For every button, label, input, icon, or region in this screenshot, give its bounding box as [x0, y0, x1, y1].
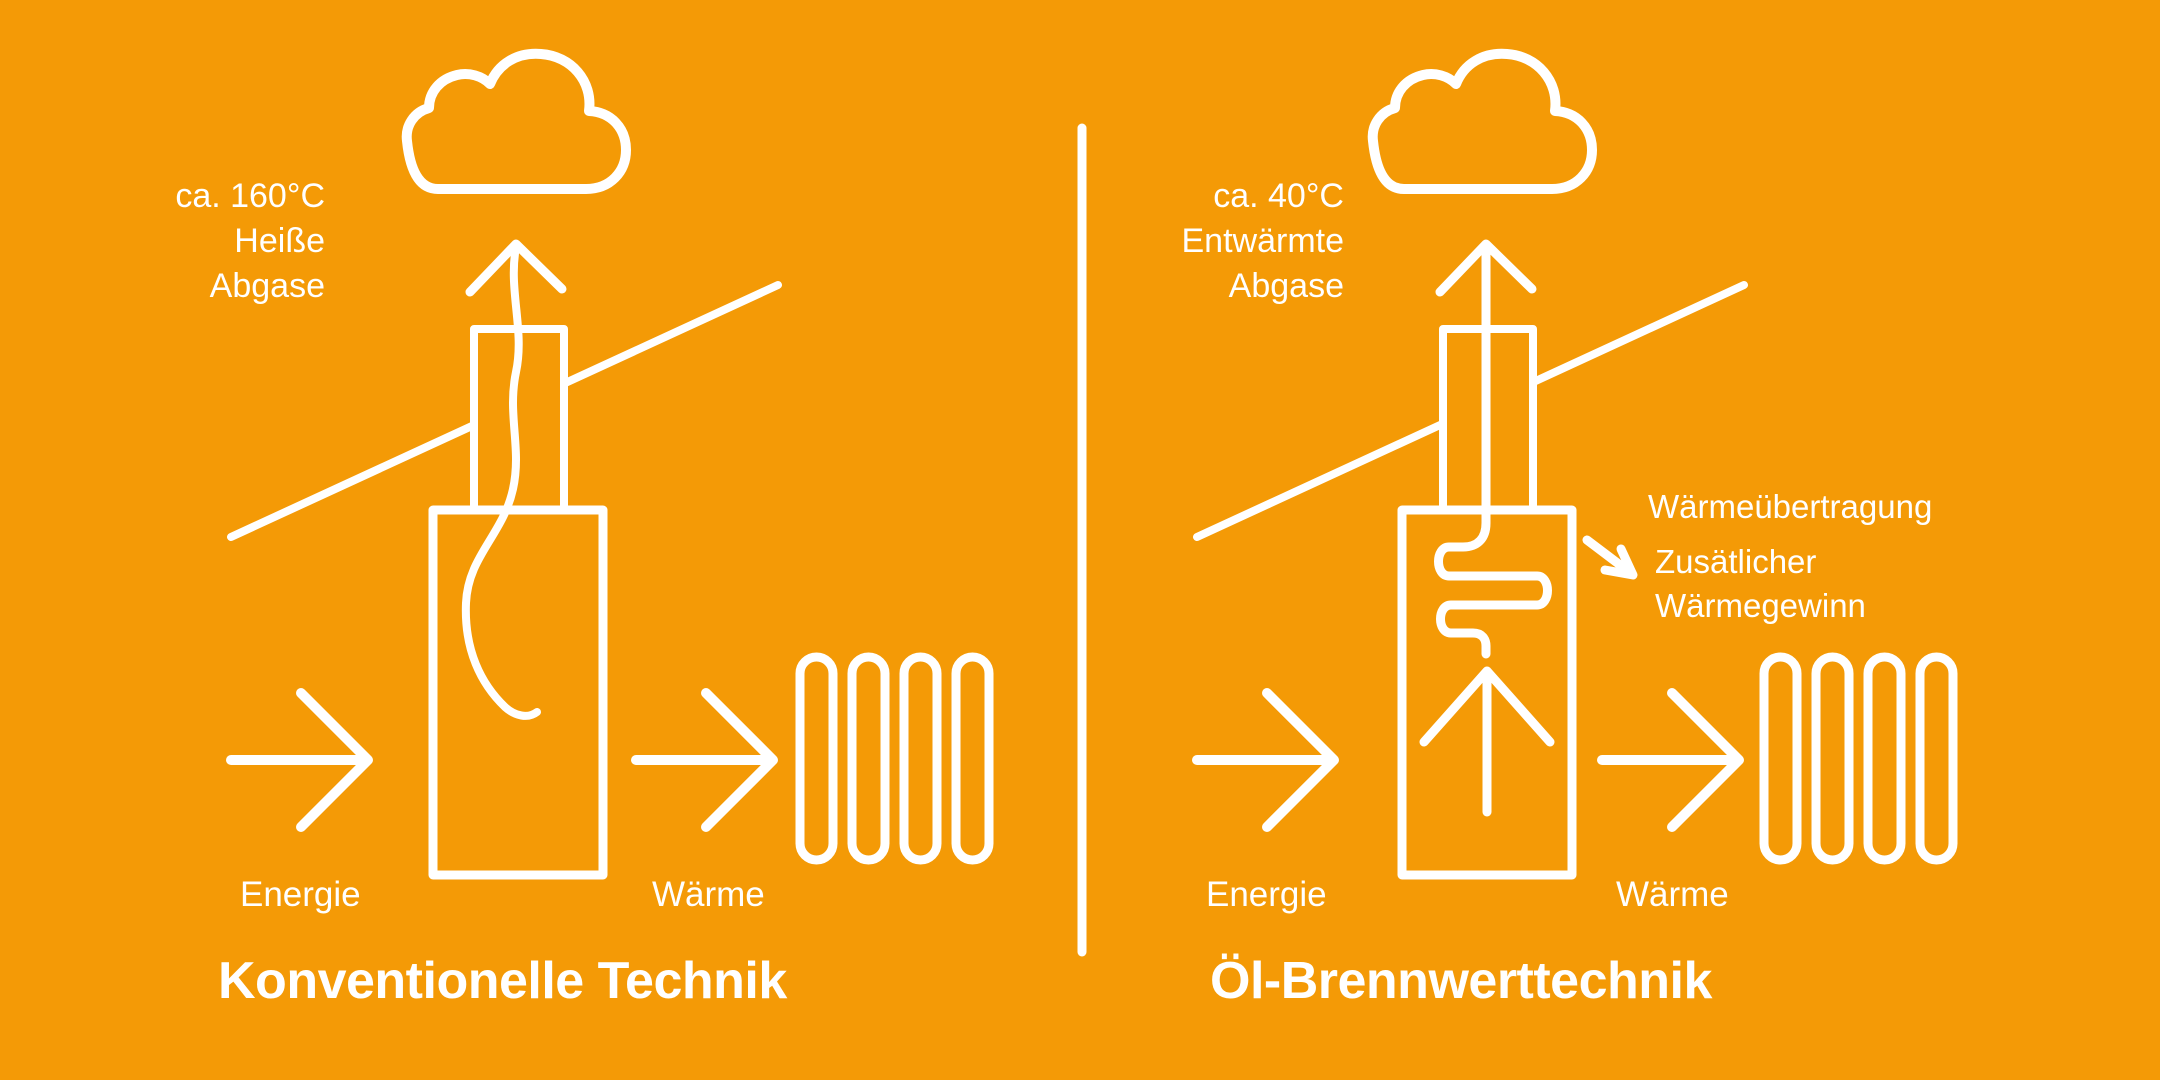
radiator-icon-left: [800, 657, 989, 860]
panel-title-right: Öl-Brennwerttechnik: [1210, 952, 1712, 1010]
energy-label-right: Energie: [1206, 875, 1327, 914]
heat-label-right: Wärme: [1616, 875, 1729, 914]
heat-arrow-icon-right: [1602, 693, 1739, 827]
heat-gain-note: Zusätlicher Wärmegewinn: [1655, 540, 1866, 628]
heat-gain-line-2: Wärmegewinn: [1655, 587, 1866, 624]
energy-label-left: Energie: [240, 875, 361, 914]
heat-transfer-label: Wärmeübertragung: [1648, 488, 1933, 525]
energy-arrow-icon-right: [1197, 693, 1334, 827]
exhaust-temp-right: ca. 40°C: [1213, 177, 1344, 215]
exhaust-note-right: ca. 40°C Entwärmte Abgase: [1080, 174, 1345, 309]
heat-arrow-icon-left: [636, 693, 773, 827]
panel-title-left: Konventionelle Technik: [218, 952, 787, 1010]
energy-arrow-icon-left: [231, 693, 368, 827]
boiler-icon-left: [428, 505, 608, 880]
exhaust-temp-left: ca. 160°C: [175, 177, 325, 215]
heat-exchanger-coil-icon: [1434, 242, 1552, 659]
exhaust-desc-left-2: Abgase: [209, 267, 325, 305]
annotation-arrow-icon: [1582, 535, 1638, 580]
cloud-icon-right: [1373, 54, 1592, 189]
radiator-icon-right: [1764, 657, 1953, 860]
exhaust-desc-right-2: Abgase: [1228, 267, 1344, 305]
exhaust-desc-right-1: Entwärmte: [1181, 222, 1345, 260]
heat-label-left: Wärme: [652, 875, 765, 914]
cloud-icon-left: [407, 54, 626, 189]
heat-gain-line-1: Zusätlicher: [1655, 543, 1817, 580]
exhaust-note-left: ca. 160°C Heiße Abgase: [60, 174, 325, 309]
exhaust-desc-left-1: Heiße: [234, 222, 325, 260]
boiler-up-arrow-icon: [1419, 666, 1555, 747]
smoke-wave-icon: [461, 243, 541, 720]
